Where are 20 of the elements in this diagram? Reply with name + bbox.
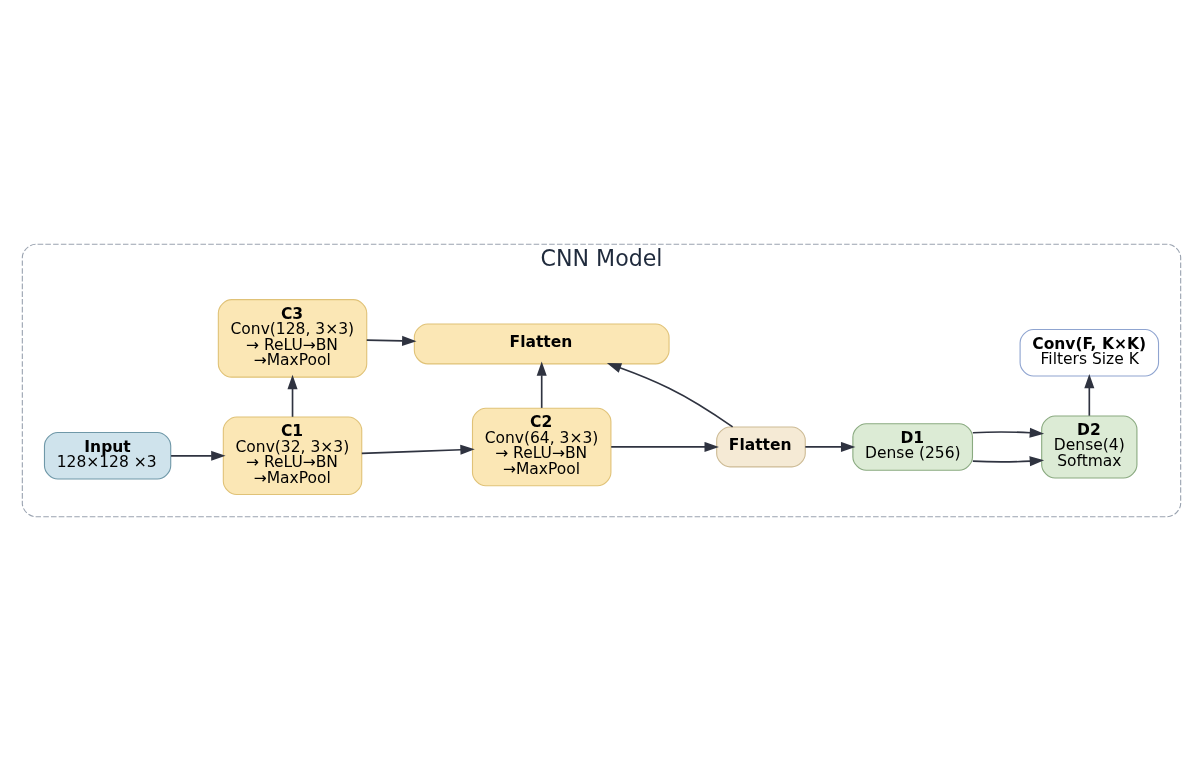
arrow: [610, 441, 719, 452]
arrow: [170, 450, 226, 461]
arrow: [1084, 373, 1095, 416]
node-box: D1 Dense (256): [852, 422, 974, 471]
node-box: Flatten: [413, 322, 670, 364]
node-box: C1 Conv(32, 3×3) → ReLU→BN →MaxPool: [222, 416, 363, 495]
arrow: [536, 360, 547, 409]
arrow: [804, 441, 856, 452]
arrow: [972, 455, 1045, 466]
node-box: D2 Dense(4) Softmax: [1041, 414, 1138, 478]
arrow: [360, 444, 475, 455]
arrow: [606, 362, 734, 428]
arrow: [365, 335, 417, 346]
arrow: [972, 427, 1045, 438]
node-box: C3 Conv(128, 3×3) → ReLU→BN →MaxPool: [217, 298, 368, 378]
node-box: Input 128×128 ×3: [43, 431, 172, 480]
node-box: Conv(F, K×K) Filters Size K: [1019, 328, 1160, 377]
node-box: Flatten: [716, 425, 806, 467]
arrow: [287, 374, 298, 418]
node-box: C2 Conv(64, 3×3) → ReLU→BN →MaxPool: [471, 407, 612, 486]
